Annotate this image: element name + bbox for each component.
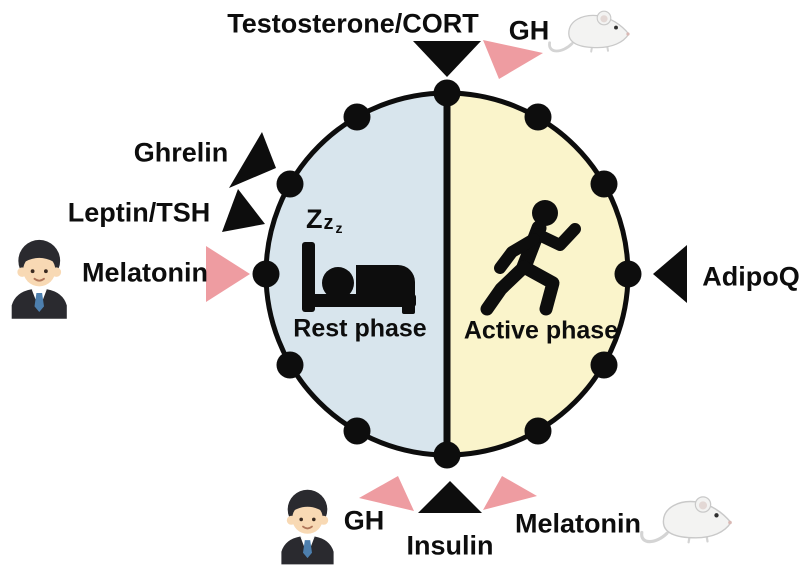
label-ghrelin: Ghrelin [133,137,229,168]
clock-dot [433,441,461,469]
label-melatonin-mouse: Melatonin [515,508,641,539]
runner-icon [480,200,581,316]
zzz-letter: Z [306,204,323,234]
clock-dot [343,417,371,445]
arrow-melatonin-mouse [483,476,537,510]
human-icon [280,488,335,566]
zzz-letter: z [335,220,343,236]
mouse-icon [548,9,631,54]
clock-dot [252,260,280,288]
rest-phase-label: Rest phase [293,314,427,343]
arrow-leptin-tsh [222,189,265,232]
clock-dot [276,351,304,379]
active-phase-label: Active phase [463,316,619,345]
label-gh-mouse: GH [508,15,550,46]
clock-dot [590,170,618,198]
bed-sleep-icon [302,242,416,314]
clock-dot [590,351,618,379]
arrow-gh-human [359,476,414,511]
label-gh-human: GH [343,505,385,536]
arrow-insulin [418,481,482,513]
clock-dot [276,170,304,198]
label-leptin-tsh: Leptin/TSH [67,197,211,228]
label-melatonin-human: Melatonin [82,257,208,288]
label-testosterone-cort: Testosterone/CORT [227,8,479,39]
clock-dot [433,79,461,107]
clock-dot [524,103,552,131]
label-adipoq: AdipoQ [702,261,800,292]
arrow-adipoq [653,245,687,303]
mouse-icon [640,495,734,544]
label-insulin: Insulin [406,530,494,561]
clock-dot [524,417,552,445]
clock-hour-dots [252,79,642,469]
clock-dot [614,260,642,288]
arrow-testosterone-cort [413,41,481,77]
arrow-ghrelin [229,132,276,188]
sleep-zzz-text: Z z z [306,204,343,236]
human-icon [10,238,68,320]
arrow-melatonin-human [206,246,250,302]
arrow-gh-mouse [483,40,543,79]
clock-dot [343,103,371,131]
zzz-letter: z [323,212,334,234]
